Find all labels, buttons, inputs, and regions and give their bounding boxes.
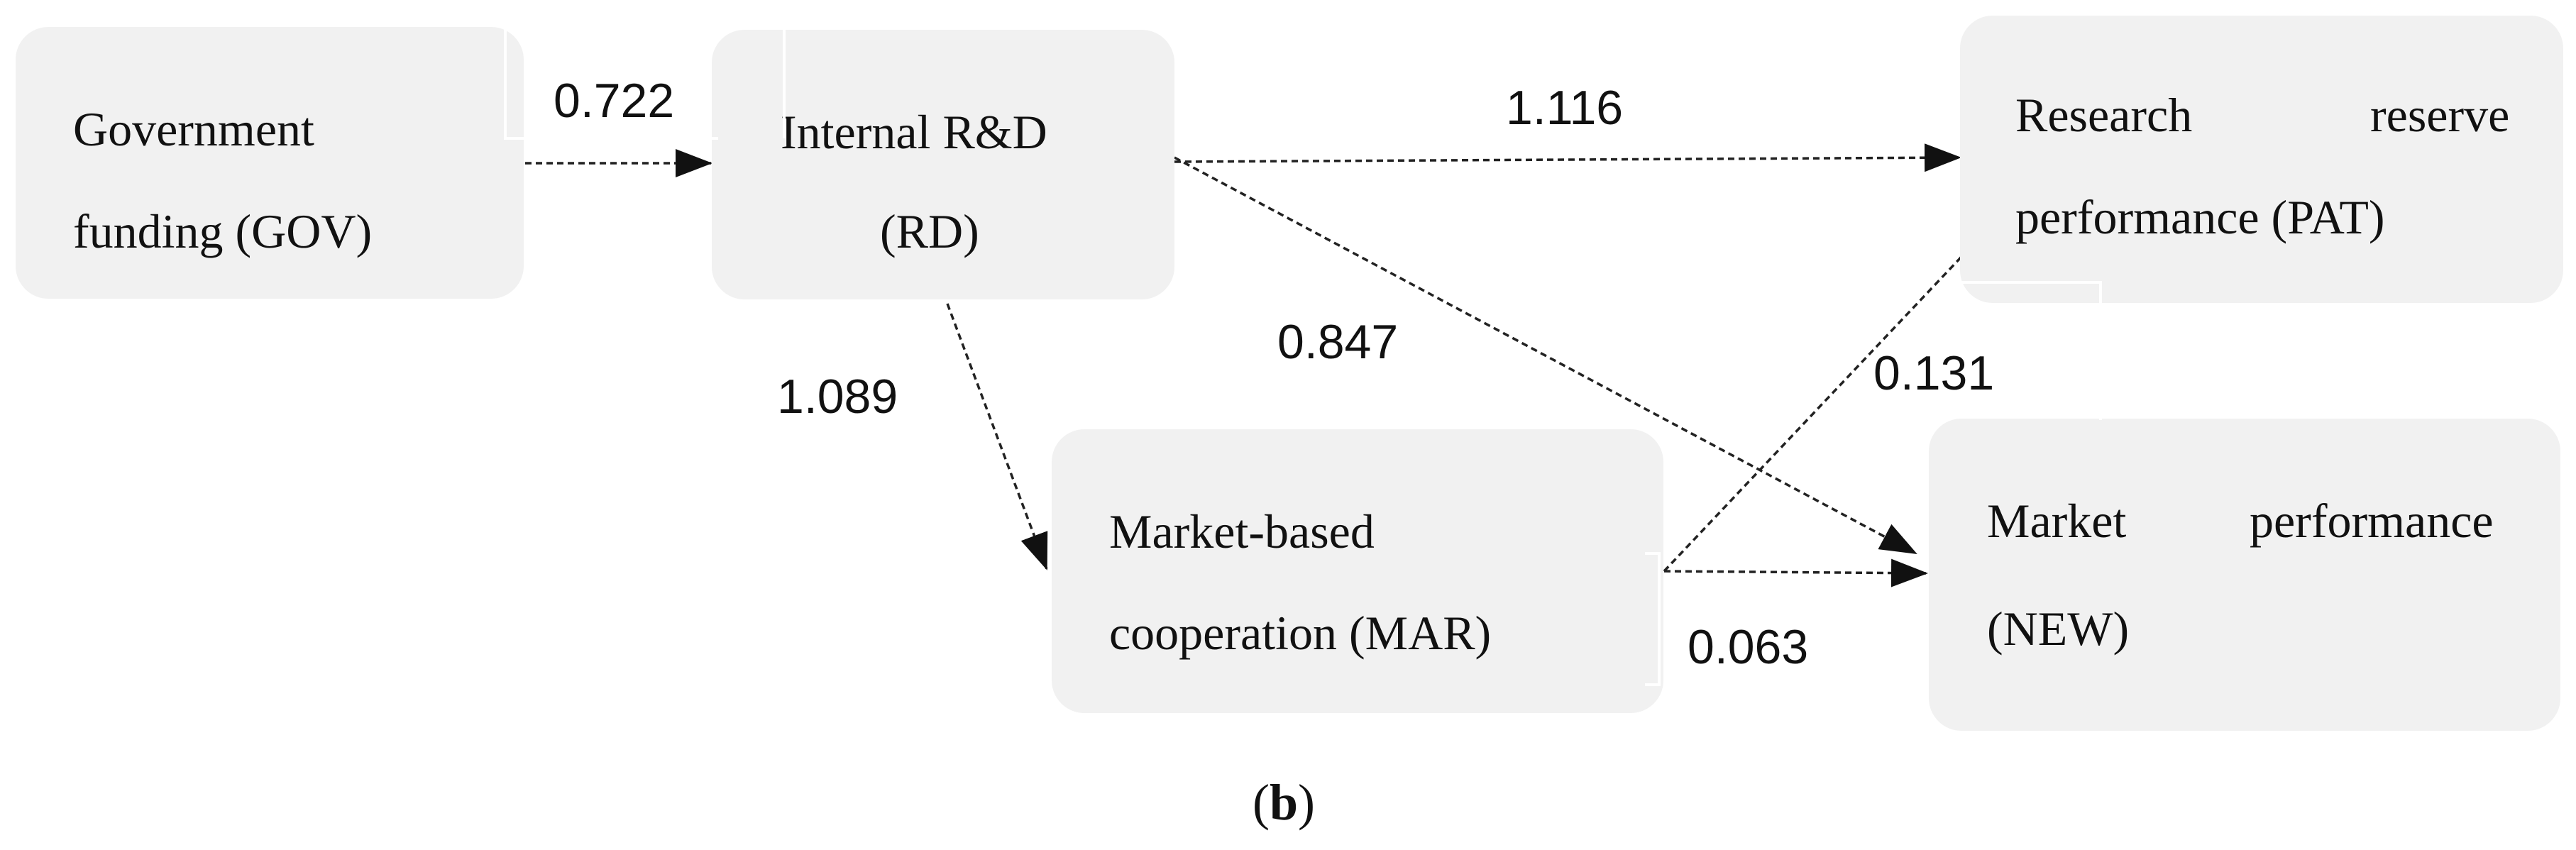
node-new-line2: (NEW) [1987,602,2130,656]
caption-letter: b [1269,774,1299,831]
node-internal-rd [712,30,1174,299]
coefficient-mar-new: 0.063 [1688,620,1809,674]
edge-mar-to-new [1663,558,1928,587]
coefficient-rd-mar: 1.089 [777,370,898,424]
coefficient-rd-pat: 1.116 [1506,81,1624,135]
node-pat-line1-word1: Research [2015,88,2193,142]
coefficient-rd-new: 0.847 [1277,315,1399,369]
coefficient-mar-pat: 0.131 [1873,346,1995,400]
caption-close-paren: ) [1298,774,1316,831]
edge-mar-to-pat [1663,204,2011,573]
node-mar-line1: Market-based [1109,504,1375,558]
node-pat-line1-word2: reserve [2370,88,2510,142]
edge-rd-to-pat [1174,143,1961,172]
figure-caption: (b) [1253,777,1315,828]
node-government-funding [16,27,524,299]
node-gov-line1: Government [73,102,314,156]
node-research-reserve-performance [1960,16,2563,303]
node-new-line1-word1: Market [1987,494,2127,548]
node-gov-line2: funding (GOV) [73,204,373,258]
node-new-line1-word2: performance [2250,494,2494,548]
coefficient-gov-rd: 0.722 [554,74,675,128]
caption-open-paren: ( [1253,774,1270,831]
node-pat-line2: performance (PAT) [2015,190,2385,244]
edge-rd-to-mar [946,303,1048,570]
node-market-performance [1929,419,2560,731]
edge-rd-to-new [1174,156,1917,555]
node-market-based-cooperation [1052,429,1663,713]
node-mar-line2: cooperation (MAR) [1109,606,1492,660]
node-rd-line2: (RD) [880,204,979,258]
node-rd-line1: Internal R&D [781,105,1047,159]
